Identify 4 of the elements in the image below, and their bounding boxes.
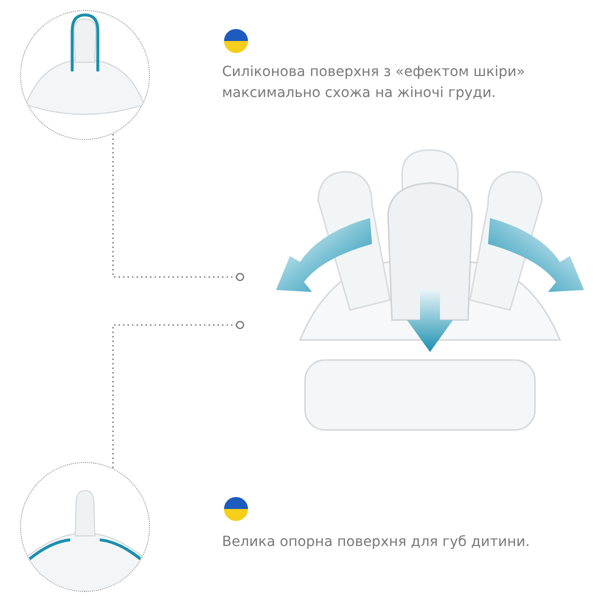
feature-note: Силіконова поверхня з «ефектом шкіри» максимально схожа на жіночі груди. — [222, 63, 526, 103]
feature-note: Велика опорна поверхня для губ дитини. — [222, 533, 531, 552]
leader-line — [112, 134, 244, 282]
leader-line — [112, 320, 244, 468]
